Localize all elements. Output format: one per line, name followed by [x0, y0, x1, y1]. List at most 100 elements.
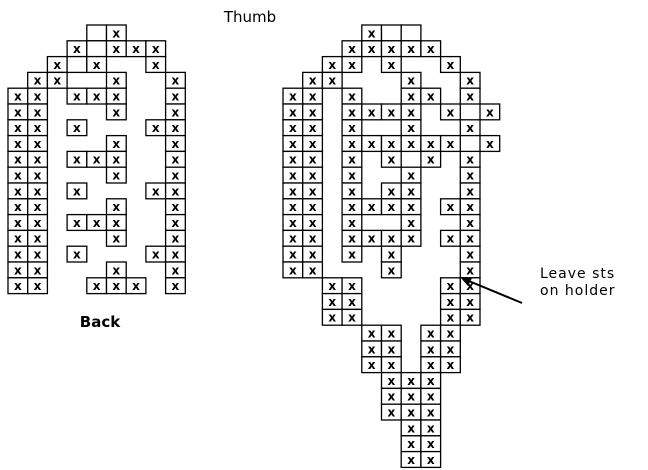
stitch-x-mark: x	[466, 169, 474, 183]
stitch-x-mark: x	[427, 358, 435, 372]
stitch-x-mark: x	[14, 216, 22, 230]
stitch-x-mark: x	[368, 232, 376, 246]
stitch-x-mark: x	[407, 437, 415, 451]
stitch-cell	[479, 134, 501, 153]
stitch-x-mark: x	[14, 200, 22, 214]
stitch-x-mark: x	[407, 390, 415, 404]
stitch-x-mark: x	[172, 105, 180, 119]
stitch-x-mark: x	[309, 105, 317, 119]
stitch-x-mark: x	[112, 105, 120, 119]
stitch-x-mark: x	[132, 279, 140, 293]
stitch-x-mark: x	[427, 90, 435, 104]
stitch-x-mark: x	[172, 200, 180, 214]
stitch-x-mark: x	[388, 263, 396, 277]
stitch-cell	[86, 40, 108, 58]
stitch-x-mark: x	[348, 248, 356, 262]
stitch-x-mark: x	[73, 248, 81, 262]
stitch-x-mark: x	[348, 216, 356, 230]
stitch-x-mark: x	[368, 200, 376, 214]
stitch-x-mark: x	[289, 121, 297, 135]
stitch-x-mark: x	[34, 263, 42, 277]
stitch-x-mark: x	[132, 42, 140, 56]
stitch-x-mark: x	[466, 121, 474, 135]
stitch-x-mark: x	[289, 216, 297, 230]
stitch-x-mark: x	[328, 295, 336, 309]
stitch-x-mark: x	[427, 42, 435, 56]
stitch-x-mark: x	[466, 311, 474, 325]
stitch-x-mark: x	[368, 358, 376, 372]
stitch-x-mark: x	[309, 90, 317, 104]
stitch-cell	[439, 356, 461, 374]
stitch-x-mark: x	[466, 74, 474, 88]
stitch-x-mark: x	[388, 358, 396, 372]
stitch-x-mark: x	[447, 342, 455, 356]
stitch-x-mark: x	[289, 263, 297, 277]
stitch-x-mark: x	[407, 406, 415, 420]
stitch-x-mark: x	[289, 90, 297, 104]
stitch-x-mark: x	[427, 421, 435, 435]
stitch-x-mark: x	[34, 248, 42, 262]
stitch-cell	[459, 308, 481, 326]
stitch-x-mark: x	[447, 358, 455, 372]
stitch-cell	[46, 71, 68, 89]
stitch-x-mark: x	[466, 279, 474, 293]
stitch-x-mark: x	[348, 90, 356, 104]
stitch-x-mark: x	[34, 279, 42, 293]
stitch-x-mark: x	[309, 184, 317, 198]
stitch-x-mark: x	[427, 374, 435, 388]
stitch-x-mark: x	[368, 327, 376, 341]
stitch-x-mark: x	[466, 263, 474, 277]
stitch-x-mark: x	[407, 90, 415, 104]
stitch-x-mark: x	[289, 232, 297, 246]
stitch-x-mark: x	[348, 137, 356, 151]
stitch-x-mark: x	[407, 216, 415, 230]
stitch-x-mark: x	[328, 74, 336, 88]
stitch-x-mark: x	[388, 248, 396, 262]
stitch-x-mark: x	[486, 105, 494, 119]
stitch-x-mark: x	[447, 327, 455, 341]
stitch-x-mark: x	[348, 42, 356, 56]
stitch-cell	[125, 277, 147, 295]
stitch-x-mark: x	[112, 42, 120, 56]
stitch-x-mark: x	[348, 295, 356, 309]
stitch-x-mark: x	[388, 200, 396, 214]
stitch-cell	[105, 103, 127, 121]
stitch-x-mark: x	[73, 42, 81, 56]
stitch-x-mark: x	[348, 200, 356, 214]
stitch-x-mark: x	[427, 327, 435, 341]
stitch-x-mark: x	[34, 200, 42, 214]
stitch-x-mark: x	[34, 137, 42, 151]
stitch-x-mark: x	[328, 279, 336, 293]
stitch-x-mark: x	[112, 90, 120, 104]
stitch-x-mark: x	[388, 137, 396, 151]
stitch-x-mark: x	[112, 153, 120, 167]
stitch-cell	[145, 55, 167, 74]
stitch-x-mark: x	[172, 263, 180, 277]
stitch-x-mark: x	[447, 137, 455, 151]
stitch-x-mark: x	[348, 184, 356, 198]
stitch-x-mark: x	[112, 137, 120, 151]
stitch-x-mark: x	[289, 200, 297, 214]
stitch-x-mark: x	[407, 421, 415, 435]
stitch-x-mark: x	[34, 121, 42, 135]
stitch-x-mark: x	[172, 90, 180, 104]
stitch-x-mark: x	[14, 90, 22, 104]
stitch-x-mark: x	[447, 279, 455, 293]
stitch-x-mark: x	[34, 184, 42, 198]
stitch-x-mark: x	[348, 279, 356, 293]
stitch-x-mark: x	[407, 42, 415, 56]
stitch-x-mark: x	[172, 153, 180, 167]
stitch-x-mark: x	[14, 137, 22, 151]
stitch-x-mark: x	[152, 248, 160, 262]
stitch-x-mark: x	[447, 58, 455, 72]
stitch-x-mark: x	[309, 121, 317, 135]
stitch-x-mark: x	[14, 263, 22, 277]
stitch-x-mark: x	[73, 184, 81, 198]
stitch-x-mark: x	[112, 74, 120, 88]
stitch-x-mark: x	[34, 74, 42, 88]
stitch-cell	[341, 308, 363, 326]
stitch-cell	[86, 55, 108, 74]
